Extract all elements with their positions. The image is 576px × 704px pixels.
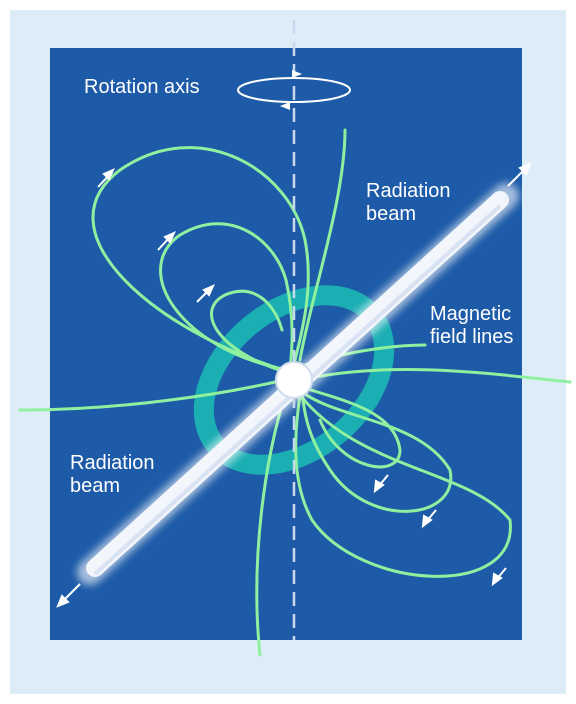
radiation-beam-label-top: Radiation beam [366,180,451,225]
field-arrows [97,168,507,587]
field-line-top-right [298,128,347,362]
field-line-lower-outer [294,393,512,578]
neutron-star [275,361,313,399]
field-line-lower-mid [300,390,453,513]
field-line-upper-inner [210,289,287,374]
beam-arrows [56,162,532,608]
field-line-upper-outer [91,146,310,374]
magnetic-field-lines-label: Magnetic field lines [430,303,514,348]
field-line-right [308,367,572,384]
rotation-axis-label: Rotation axis [84,76,200,98]
field-line-left [18,378,286,412]
field-line-upper-mid [159,222,294,372]
field-line-lower-left [255,393,287,657]
radiation-beam-label-bottom: Radiation beam [70,452,155,497]
field-line-lower-inner [303,386,402,469]
rotation-indicator-icon [237,70,351,110]
